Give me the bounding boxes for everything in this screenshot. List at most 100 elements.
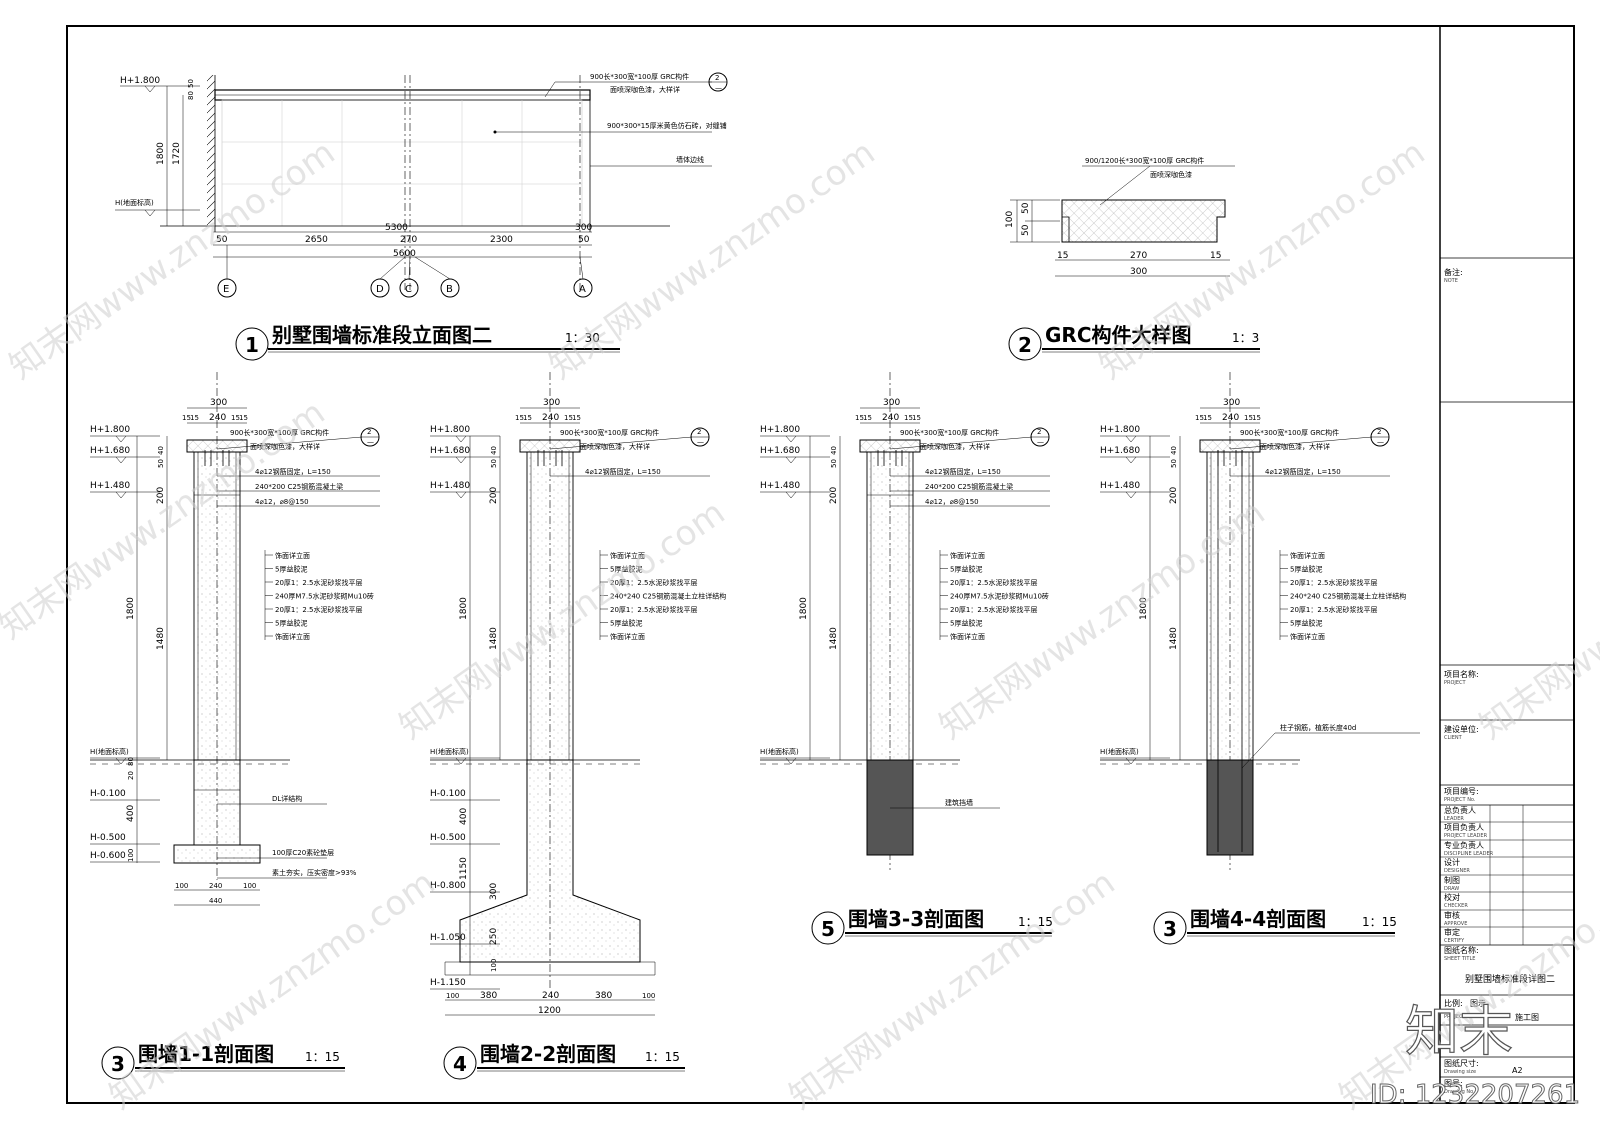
level-label: H-0.100 xyxy=(430,789,466,799)
layer-note: 饰面详立面 xyxy=(1290,551,1325,560)
layer-note: 20厚1：2.5水泥砂浆找平层 xyxy=(1290,605,1378,614)
level-mark xyxy=(455,435,467,443)
note: 4⌀12钢筋固定，L=150 xyxy=(255,467,331,476)
note: 900*300*15厚米黄色仿石砖，对缝铺 xyxy=(607,121,727,130)
level-label: H(地面标高) xyxy=(430,747,469,756)
dim-label: 15 xyxy=(190,414,199,422)
dim-label: 200 xyxy=(829,487,839,504)
dim-label: 1480 xyxy=(489,627,499,650)
dim-label: 400 xyxy=(459,808,469,825)
note: DL详结构 xyxy=(272,794,302,803)
dim-label: 5600 xyxy=(393,249,416,259)
note: 4⌀12钢筋固定，L=150 xyxy=(585,467,661,476)
level-label: H+1.480 xyxy=(760,481,800,491)
level-label: H(地面标高) xyxy=(760,747,799,756)
axis-label: D xyxy=(376,284,384,295)
dim-label: 300 xyxy=(883,398,900,408)
layer-note: 5厚益胶泥 xyxy=(275,565,307,574)
line xyxy=(1229,436,1373,450)
dim-label: 270 xyxy=(1130,251,1147,261)
retaining-wall xyxy=(866,759,914,856)
dim-label: 15 xyxy=(564,414,573,422)
project-label: 项目名称: xyxy=(1444,669,1479,679)
note: 面喷深咖色漆，大样详 xyxy=(1260,442,1330,451)
layer-note: 240厚M7.5水泥砂浆砌Mu10砖 xyxy=(275,592,374,601)
level-mark xyxy=(455,456,467,464)
dim-label: 300 xyxy=(543,398,560,408)
note: 240*200 C25钢筋混凝土梁 xyxy=(925,482,1013,491)
layer-note: 饰面详立面 xyxy=(1290,632,1325,641)
dim-label: 40 xyxy=(830,446,838,455)
dim-label: 1480 xyxy=(829,627,839,650)
dim-label: 1480 xyxy=(1169,627,1179,650)
sheet-title-label: 图纸名称: xyxy=(1444,945,1479,955)
level-mark xyxy=(785,757,797,765)
wall-body xyxy=(866,451,914,761)
project-label-en: PROJECT xyxy=(1444,680,1467,686)
drawing-no-label-en: Drawing No. xyxy=(1444,1089,1475,1095)
dim-label: 300 xyxy=(1223,398,1240,408)
layer-note: 5厚益胶泥 xyxy=(275,619,307,628)
layer-note: 20厚1：2.5水泥砂浆找平层 xyxy=(275,605,363,614)
dim-label: 200 xyxy=(156,487,166,504)
note: 4⌀12钢筋固定，L=150 xyxy=(1265,467,1341,476)
dim-label: 300 xyxy=(489,883,499,900)
drawing-number: 4 xyxy=(453,1052,467,1076)
role-label-en: DRAW xyxy=(1444,886,1459,892)
watermark-text: 知末网www.znzmo.com xyxy=(102,863,442,1118)
dim-label: 100 xyxy=(1005,211,1015,228)
level-label: H+1.800 xyxy=(1100,425,1140,435)
sheet-border xyxy=(66,25,1575,1104)
drawing-number: 5 xyxy=(821,917,835,941)
layer-note: 5厚益胶泥 xyxy=(610,619,642,628)
level-label: H+1.800 xyxy=(90,425,130,435)
dim-label: 15 xyxy=(231,414,240,422)
drawing-title: 别墅围墙标准段立面图二 xyxy=(271,323,492,347)
wall-body xyxy=(193,451,241,761)
dim-label: 1720 xyxy=(172,142,182,165)
note: 4⌀12，⌀8@150 xyxy=(925,498,979,506)
elevation-drawing: H+1.800 H(地面标高) 1800 1720 80 50 50 2650 … xyxy=(115,72,728,361)
dim-label: 1480 xyxy=(156,627,166,650)
level-mark xyxy=(455,757,467,765)
dim-label: 50 xyxy=(1021,202,1031,214)
role-label-en: DISCIPLINE LEADER xyxy=(1444,851,1494,857)
foundation xyxy=(193,759,241,846)
level-label: H(地面标高) xyxy=(90,747,129,756)
note: 900长*300宽*100厚 GRC构件 xyxy=(900,428,999,437)
wall-body xyxy=(1206,451,1254,761)
dim-label: 240 xyxy=(209,882,222,890)
dim-label: 400 xyxy=(126,805,136,822)
role-label: 审定 xyxy=(1444,927,1460,937)
drawing-title: 围墙2-2剖面图 xyxy=(480,1042,616,1066)
dim-label: 15 xyxy=(523,414,532,422)
note-label-en: NOTE xyxy=(1444,278,1458,284)
level-label: H+1.800 xyxy=(430,425,470,435)
layer-note: 240*240 C25钢筋混凝土立柱详结构 xyxy=(610,592,726,601)
role-label-en: CHECKER xyxy=(1444,903,1468,909)
ref-num: 2 xyxy=(1037,428,1041,436)
retaining-wall xyxy=(1206,759,1254,856)
leader xyxy=(1241,732,1420,769)
level-mark xyxy=(785,435,797,443)
dim-label: 250 xyxy=(489,928,499,945)
level-label: H+1.480 xyxy=(430,481,470,491)
grc-cap xyxy=(859,439,921,453)
note: 建筑挡墙 xyxy=(945,798,973,807)
role-label-en: LEADER xyxy=(1444,816,1464,822)
level-mark xyxy=(455,491,467,499)
drawing-title: GRC构件大样图 xyxy=(1045,323,1192,347)
level-label: H+1.800 xyxy=(760,425,800,435)
role-label: 校对 xyxy=(1444,892,1460,902)
drawing-number: 1 xyxy=(245,333,259,357)
dim-label: 240 xyxy=(542,413,559,423)
ref-sub: — xyxy=(1377,438,1384,446)
dim-label: 100 xyxy=(490,959,498,972)
note: 4⌀12，⌀8@150 xyxy=(255,498,309,506)
note: 900/1200长*300宽*100厚 GRC构件 xyxy=(1085,156,1204,165)
grc-cap xyxy=(1199,439,1261,453)
note: 面喷深咖色漆，大样详 xyxy=(580,442,650,451)
dim-label: 300 xyxy=(575,223,592,233)
level-label: H+1.480 xyxy=(1100,481,1140,491)
